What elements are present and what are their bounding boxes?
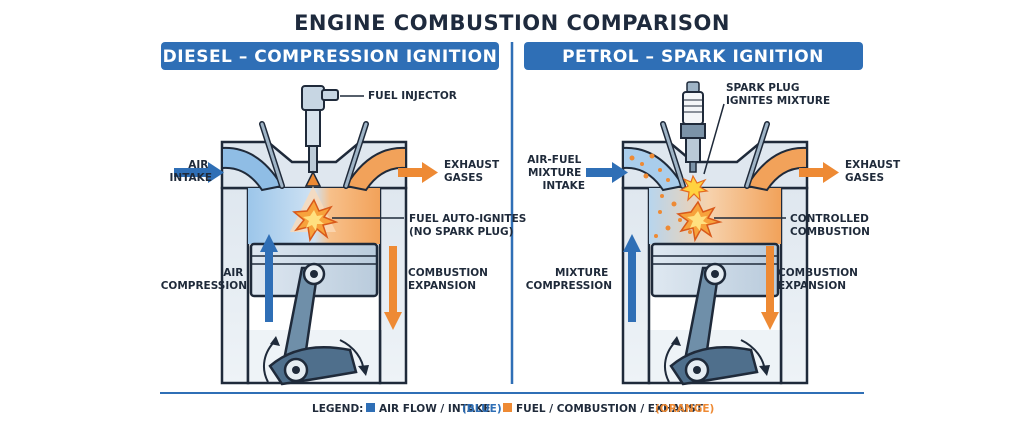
petrol-compression-arrow-icon [623, 234, 641, 322]
petrol-spark-label: SPARK PLUG IGNITES MIXTURE [726, 82, 830, 107]
diesel-intake-port [221, 146, 284, 192]
legend-blue-tag: (BLUE) [462, 403, 502, 415]
diesel-ignite-label: FUEL AUTO-IGNITES (NO SPARK PLUG) [409, 213, 530, 238]
diesel-expansion-line-2: EXPANSION [408, 280, 476, 292]
diesel-compression-label: AIR COMPRESSION [161, 267, 247, 292]
petrol-compression-line-2: COMPRESSION [526, 280, 612, 292]
petrol-expansion-label: COMBUSTION EXPANSION [778, 267, 862, 292]
fuel-injector-icon [301, 85, 339, 187]
legend-orange-tag: (ORANGE) [655, 403, 714, 415]
petrol-intake-label: AIR-FUEL MIXTURE INTAKE [527, 154, 585, 192]
legend-orange-label: FUEL / COMBUSTION / EXHAUST [516, 403, 704, 415]
diesel-intake-line-2: INTAKE [170, 172, 212, 184]
diesel-ignite-line-2: (NO SPARK PLUG) [409, 226, 513, 238]
petrol-compression-label: MIXTURE COMPRESSION [526, 267, 612, 292]
diesel-intake-label: AIR INTAKE [170, 159, 212, 184]
petrol-engine [586, 81, 839, 386]
petrol-header-text: PETROL – SPARK IGNITION [562, 47, 824, 67]
diesel-intake-line-1: AIR [188, 159, 208, 171]
petrol-controlled-label: CONTROLLED COMBUSTION [790, 213, 873, 238]
petrol-intake-line-3: INTAKE [543, 180, 585, 192]
petrol-combustion-chamber [649, 188, 781, 244]
petrol-expansion-line-1: COMBUSTION [778, 267, 858, 279]
petrol-controlled-line-2: COMBUSTION [790, 226, 870, 238]
legend-prefix: LEGEND: [312, 403, 363, 415]
diesel-exhaust-arrow-icon [398, 162, 438, 183]
diesel-engine [174, 85, 438, 386]
petrol-controlled-line-1: CONTROLLED [790, 213, 869, 225]
legend-orange-swatch [503, 403, 512, 412]
petrol-exhaust-port [745, 146, 808, 192]
diesel-header: DIESEL – COMPRESSION IGNITION [161, 42, 499, 70]
diesel-expansion-arrow-icon [384, 246, 402, 330]
spark-plug-icon [680, 81, 706, 173]
legend-blue-swatch [366, 403, 375, 412]
diesel-ignite-line-1: FUEL AUTO-IGNITES [409, 213, 526, 225]
petrol-intake-arrow-icon [586, 162, 628, 183]
diesel-expansion-label: COMBUSTION EXPANSION [408, 267, 492, 292]
diesel-exhaust-port [344, 146, 407, 192]
petrol-spark-line-2: IGNITES MIXTURE [726, 95, 830, 107]
diesel-exhaust-label: EXHAUST GASES [444, 159, 503, 184]
petrol-exhaust-line-1: EXHAUST [845, 159, 901, 171]
petrol-intake-line-2: MIXTURE [528, 167, 581, 179]
diesel-exhaust-line-2: GASES [444, 172, 483, 184]
petrol-header: PETROL – SPARK IGNITION [524, 42, 863, 70]
diesel-exhaust-line-1: EXHAUST [444, 159, 500, 171]
legend: LEGEND: AIR FLOW / INTAKE (BLUE) FUEL / … [312, 403, 714, 415]
diesel-expansion-line-1: COMBUSTION [408, 267, 488, 279]
petrol-expansion-arrow-icon [761, 246, 779, 330]
diesel-intake-arrow-icon [174, 162, 224, 183]
diesel-compression-line-1: AIR [223, 267, 243, 279]
spark-icon [679, 174, 709, 202]
petrol-exhaust-line-2: GASES [845, 172, 884, 184]
page-title: ENGINE COMBUSTION COMPARISON [294, 11, 730, 35]
diesel-injector-label: FUEL INJECTOR [368, 90, 457, 102]
petrol-expansion-line-2: EXPANSION [778, 280, 846, 292]
diesel-compression-arrow-icon [260, 234, 278, 322]
diesel-compression-line-2: COMPRESSION [161, 280, 247, 292]
petrol-exhaust-arrow-icon [799, 162, 839, 183]
petrol-compression-line-1: MIXTURE [555, 267, 608, 279]
fuel-droplets [629, 153, 702, 238]
petrol-intake-line-1: AIR-FUEL [527, 154, 581, 166]
petrol-exhaust-label: EXHAUST GASES [845, 159, 904, 184]
legend-blue-label: AIR FLOW / INTAKE [379, 403, 490, 415]
diesel-header-text: DIESEL – COMPRESSION IGNITION [163, 47, 498, 67]
petrol-spark-line-1: SPARK PLUG [726, 82, 799, 94]
